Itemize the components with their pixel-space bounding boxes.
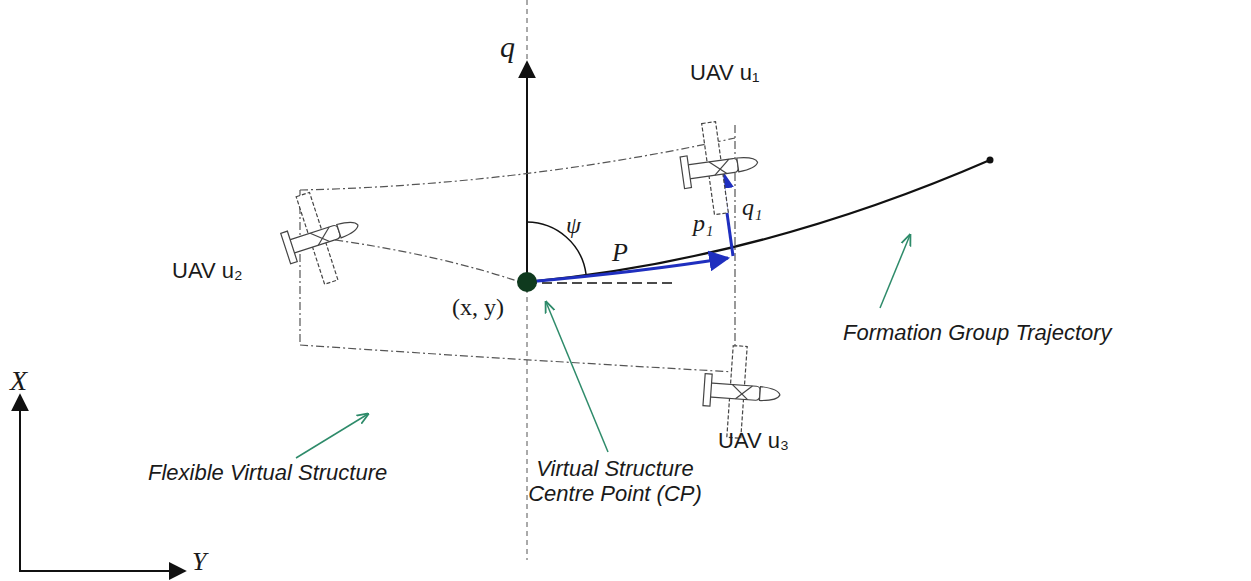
vector-label: q₁ [742,194,762,222]
axis-label: Y [192,547,206,577]
angle-label: ψ [566,212,581,240]
virtual-structure-outline [300,125,735,395]
uav-label: UAV u₁ [690,60,759,85]
pointer-arrow [296,414,368,458]
callout-text: Formation Group Trajectory [843,320,1112,345]
uav-icon [701,344,783,441]
axis-label: X [10,365,27,397]
callout-text: Virtual Structure Centre Point (CP) [520,456,710,507]
uav-icon [271,181,372,292]
centre-point [517,272,537,292]
y-axis [19,570,185,572]
callout-text: Flexible Virtual Structure [148,460,387,485]
trajectory-end [987,157,994,164]
coordinate-label: (x, y) [452,294,504,322]
trajectory-curve [527,160,990,282]
uav-label: UAV u₂ [172,258,243,283]
vector-label: P [612,238,628,268]
x-axis [19,395,21,572]
reference-dashed [527,282,672,284]
q-axis-arrow [526,62,528,282]
pointer-arrow [880,235,910,308]
uav-label: UAV u₃ [718,428,789,453]
pointer-arrow [546,302,608,452]
axis-label: q [500,30,515,65]
vector-label: p₁ [693,210,713,238]
